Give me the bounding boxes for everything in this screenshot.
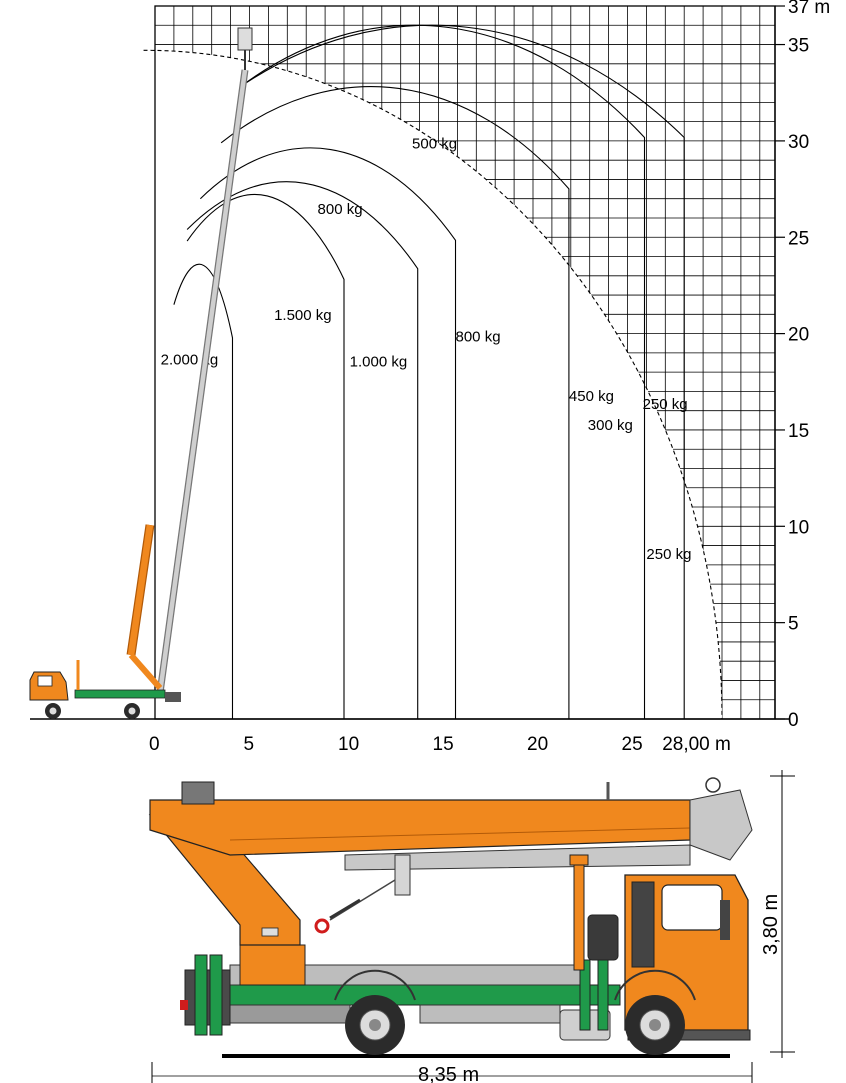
load-curve	[239, 24, 685, 719]
load-label: 450 kg	[569, 388, 614, 405]
load-curve	[186, 193, 345, 719]
x-tick-label: 28,00 m	[662, 734, 731, 755]
load-label: 250 kg	[646, 546, 691, 563]
x-tick-label: 15	[433, 734, 454, 755]
load-label: 250 kg	[643, 396, 688, 413]
x-axis-ticks: 0 5 10 15 20 25 28,00 m	[149, 734, 731, 755]
y-tick-label: 5	[788, 614, 799, 635]
y-axis-ticks: 0 5 10 15 20 25 30 35 37 m	[775, 0, 830, 731]
working-range-grid	[155, 6, 775, 719]
load-zone-curves	[173, 24, 685, 719]
truck-side-view	[148, 777, 753, 1058]
y-tick-label: 20	[788, 325, 809, 346]
x-tick-label: 0	[149, 734, 160, 755]
x-tick-label: 10	[338, 734, 359, 755]
load-label: 1.000 kg	[350, 353, 408, 370]
y-tick-label: 30	[788, 132, 809, 153]
load-label: 500 kg	[412, 136, 457, 153]
working-envelope	[143, 49, 723, 720]
x-tick-label: 20	[527, 734, 548, 755]
length-dimension: 8,35 m	[151, 1062, 753, 1083]
load-curve	[220, 86, 570, 719]
x-tick-label: 25	[622, 734, 643, 755]
load-label: 800 kg	[456, 328, 501, 345]
y-tick-label: 35	[788, 36, 809, 57]
height-dimension: 3,80 m	[760, 770, 795, 1058]
height-label: 3,80 m	[760, 894, 782, 955]
load-label: 1.500 kg	[274, 307, 332, 324]
y-tick-label: 15	[788, 421, 809, 442]
load-label: 800 kg	[318, 201, 363, 218]
y-tick-label: 25	[788, 228, 809, 249]
y-tick-label: 37 m	[788, 0, 830, 18]
load-curve	[199, 147, 457, 719]
y-tick-label: 10	[788, 517, 809, 538]
load-curve	[186, 181, 419, 719]
length-label: 8,35 m	[418, 1064, 479, 1083]
load-curve	[239, 24, 646, 719]
x-tick-label: 5	[244, 734, 255, 755]
y-tick-label: 0	[788, 710, 799, 731]
load-label: 300 kg	[588, 417, 633, 434]
load-curve	[173, 263, 234, 719]
diagram-truck-icon	[29, 27, 253, 719]
